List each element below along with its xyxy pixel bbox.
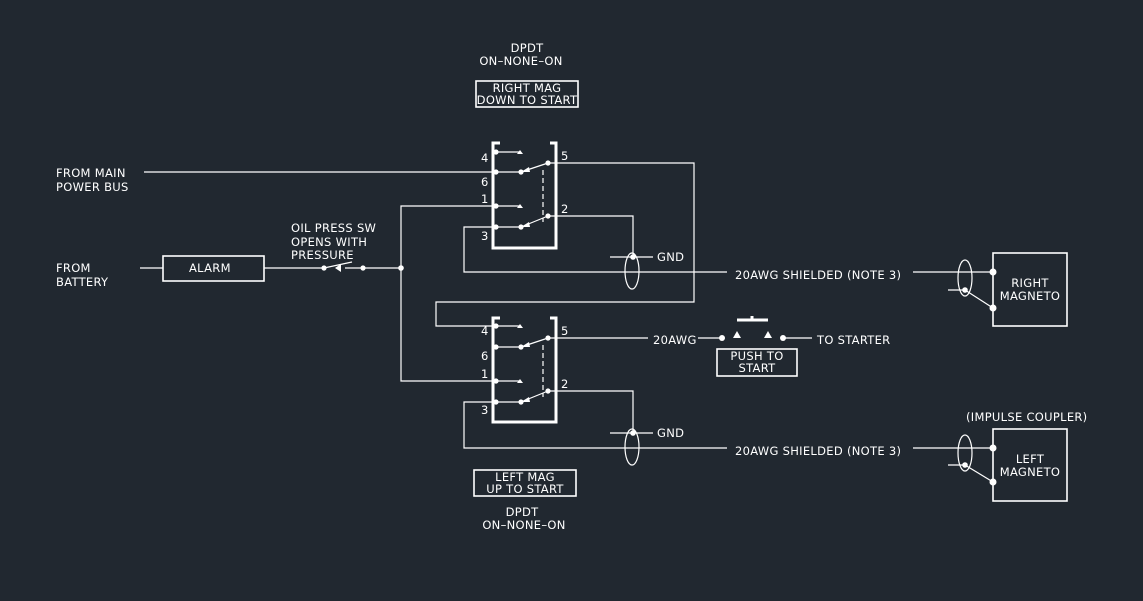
gnd-top-label: GND [657, 250, 684, 264]
bottom-pin-2: 2 [561, 377, 569, 391]
left-magneto-wire-a [463, 401, 727, 449]
bottom-shield-loop-left [624, 428, 640, 466]
bottom-switch-label-line1: LEFT MAG [495, 470, 555, 484]
top-dpdt-switch: DPDT ON–NONE–ON RIGHT MAG DOWN TO START … [475, 41, 579, 250]
oil-switch-label-line1: OIL PRESS SW [291, 221, 376, 235]
bottom-pin-3: 3 [481, 403, 489, 417]
wire-top-label: 20AWG SHIELDED (NOTE 3) [735, 268, 901, 282]
left-magneto-label-line2: MAGNETO [1000, 465, 1061, 479]
push-to-start-box [716, 348, 798, 377]
bottom-pin-4: 4 [481, 324, 489, 338]
impulse-coupler-note: (IMPULSE COUPLER) [966, 410, 1087, 424]
top-shield-loop-left [624, 252, 640, 290]
oil-switch-label-line2: OPENS WITH [291, 235, 367, 249]
left-magneto: (IMPULSE COUPLER) LEFT MAGNETO [966, 410, 1087, 502]
bottom-switch-type: DPDT [506, 505, 540, 519]
top-switch-label-line2: DOWN TO START [477, 93, 578, 107]
top-pin-3: 3 [481, 229, 489, 243]
bottom-pin-5: 5 [561, 324, 569, 338]
battery-label-line1: FROM [56, 261, 91, 275]
pin1-distribution-wire [400, 205, 496, 382]
bottom-switch-body [491, 316, 558, 424]
bottom-switch-label-line2: UP TO START [486, 482, 564, 496]
main-bus-label-line2: POWER BUS [56, 180, 129, 194]
top-pin-6: 6 [481, 175, 489, 189]
left-magneto-box [992, 428, 1068, 502]
bottom-shield-loop-right [957, 434, 973, 472]
to-starter-label: TO STARTER [816, 333, 890, 347]
top-pin-5: 5 [561, 149, 569, 163]
interlock-wire [435, 162, 695, 327]
bottom-dpdt-switch: 4 6 1 3 5 2 LEFT MAG UP TO START DPDT ON… [473, 316, 577, 532]
top-switch-type: DPDT [511, 41, 545, 55]
gnd-bottom-label: GND [657, 426, 684, 440]
bottom-pin-1: 1 [481, 367, 489, 381]
top-switch-wiring: GND 20AWG SHIELDED (NOTE 3) [435, 162, 994, 327]
left-magneto-label-line1: LEFT [1016, 452, 1045, 466]
right-magneto-label-line2: MAGNETO [1000, 289, 1061, 303]
main-bus-label-line1: FROM MAIN [56, 166, 126, 180]
bottom-switch-wiring: 20AWG TO STARTER PUSH TO START GND 20AWG… [463, 316, 994, 483]
top-pin-1: 1 [481, 192, 489, 206]
battery-label-line2: BATTERY [56, 275, 109, 289]
power-inputs: FROM MAIN POWER BUS FROM BATTERY ALARM O… [56, 166, 496, 382]
top-switch-body [491, 141, 558, 250]
top-pin-2: 2 [561, 202, 569, 216]
top-switch-label-box [475, 80, 579, 108]
oil-switch-label-line3: PRESSURE [291, 248, 354, 262]
top-pin-4: 4 [481, 151, 489, 165]
bottom-switch-label-box [473, 469, 577, 497]
alarm-label: ALARM [189, 261, 231, 275]
oil-switch-arrow [335, 264, 341, 272]
right-magneto-box [992, 252, 1068, 327]
wire-starter-label: 20AWG [653, 333, 697, 347]
top-shield-loop-right [957, 259, 973, 297]
top-switch-label-line1: RIGHT MAG [493, 81, 562, 95]
right-magneto: RIGHT MAGNETO [989, 252, 1068, 327]
wire-bottom-label: 20AWG SHIELDED (NOTE 3) [735, 444, 901, 458]
right-magneto-label-line1: RIGHT [1011, 276, 1049, 290]
push-button-label-line2: START [739, 361, 777, 375]
bottom-pin-6: 6 [481, 349, 489, 363]
bottom-switch-type-detail: ON–NONE–ON [482, 518, 565, 532]
top-switch-type-detail: ON–NONE–ON [479, 54, 562, 68]
push-button-label-line1: PUSH TO [730, 349, 783, 363]
right-magneto-wire-a [463, 226, 727, 273]
